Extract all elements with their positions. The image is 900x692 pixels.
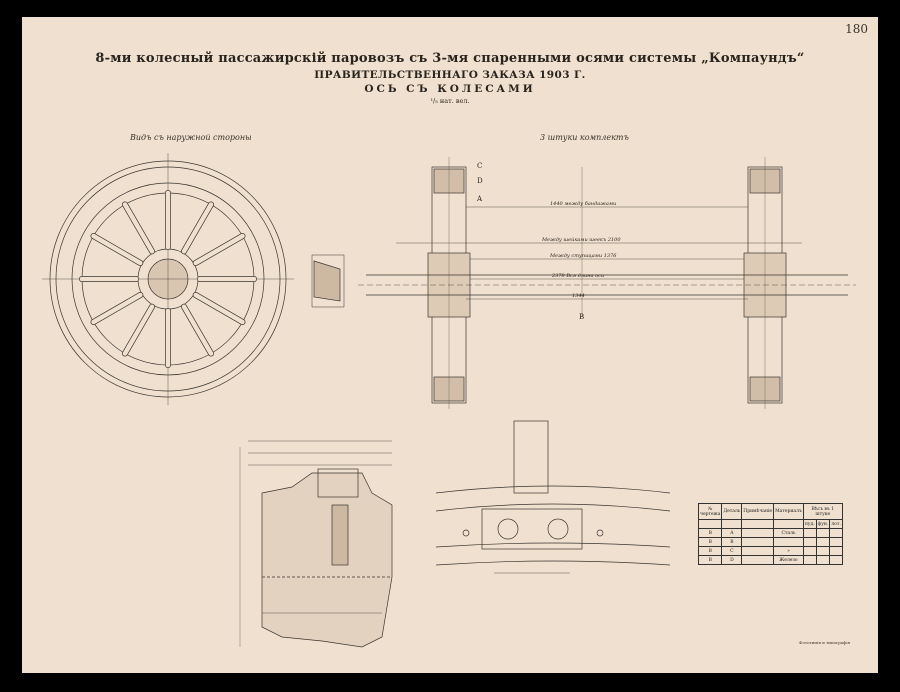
table-row: B B — [697, 537, 843, 548]
table-cell: D — [721, 555, 743, 565]
table-cell: A — [721, 528, 743, 539]
table-row: B D Железо — [697, 555, 843, 565]
wheel-spoke-fill — [91, 233, 143, 266]
wheel-spoke-fill — [122, 304, 155, 356]
table-cell: B — [697, 546, 723, 557]
rim-detail — [435, 420, 671, 574]
table-row: B C » — [697, 546, 843, 557]
page-number: 180 — [845, 22, 868, 36]
wheel-spoke-fill — [122, 202, 155, 254]
table-cell: C — [721, 546, 743, 557]
dim-between-journals: Между шейками шеекъ 2100 — [541, 237, 621, 243]
marker-d: D — [477, 177, 483, 185]
drawing-sheet: 180 8-ми колесный пассажирскій паровозъ … — [22, 17, 878, 673]
marker-a: A — [476, 195, 483, 203]
table-cell — [773, 537, 804, 548]
table-weight-col: пуд. — [802, 519, 817, 530]
table-cell: » — [773, 546, 804, 557]
axle-assembly — [358, 157, 856, 409]
drawing-scale: ¹/₅ нат. вел. — [430, 97, 470, 105]
table-weight-col: лот. — [829, 519, 843, 530]
caption-set: 3 штуки комплектъ — [540, 133, 629, 142]
drawing-subtitle: ПРАВИТЕЛЬСТВЕННАГО ЗАКАЗА 1903 Г. — [314, 69, 586, 81]
table-header-note: Примѣчаніе — [741, 502, 775, 521]
technical-drawing: C D A B 1440 между бандажами Между шейка… — [42, 153, 856, 648]
wheel-spoke-fill — [193, 233, 245, 266]
wheel-front-view — [42, 153, 294, 405]
table-cell: Железо — [773, 555, 804, 565]
table-cell: B — [721, 537, 743, 548]
wheel-spoke-fill — [181, 304, 214, 356]
caption-wheel-view: Видъ съ наружной стороны — [130, 133, 252, 142]
marker-c: C — [477, 162, 482, 170]
printer-credit: Фототипія и типографія — [799, 640, 850, 645]
hub-section — [239, 440, 393, 648]
wheel-spoke-fill — [91, 292, 143, 325]
table-header-part: Деталь — [721, 502, 743, 521]
dim-axle-length: 2378 Вся длина оси — [551, 273, 604, 279]
table-cell: B — [697, 537, 723, 548]
wheel-spoke-fill — [193, 292, 245, 325]
table-cell: Сталь — [773, 528, 804, 539]
marker-b: B — [579, 313, 584, 321]
dim-between-hubs: Между ступицами 1376 — [549, 253, 617, 259]
table-header-sheet: № чертежа — [697, 502, 723, 521]
parts-table: № чертежа Деталь Примѣчаніе Материалъ Вѣ… — [697, 502, 843, 565]
table-header-material: Материалъ — [773, 502, 804, 521]
dim-center: 1344 — [572, 293, 585, 299]
table-row: B A Сталь — [697, 528, 843, 539]
table-cell: B — [697, 555, 723, 565]
table-header-weight: Вѣсъ въ 1 штуке — [802, 502, 843, 521]
wheel-spoke-fill — [181, 202, 214, 254]
drawing-heading: ОСЬ СЪ КОЛЕСАМИ — [364, 83, 536, 95]
table-weight-col: фун. — [815, 519, 831, 530]
dim-between-flanges: 1440 между бандажами — [550, 200, 616, 207]
drawing-title: 8-ми колесный пассажирскій паровозъ съ 3… — [95, 51, 805, 66]
table-cell: B — [697, 528, 723, 539]
